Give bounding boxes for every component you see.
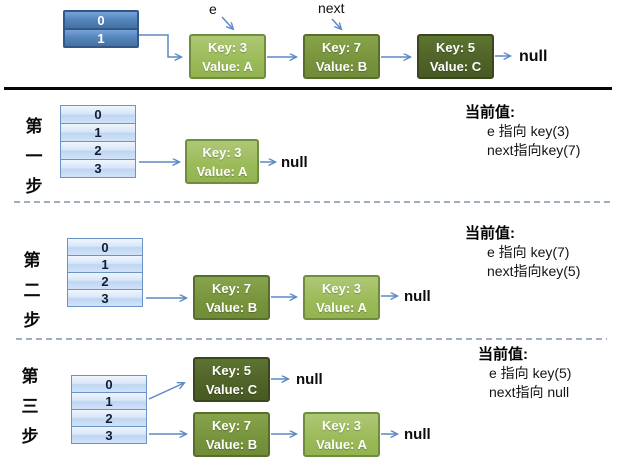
node-value-label: Value: B bbox=[205, 299, 258, 315]
step-label: 第 一 步 bbox=[25, 117, 43, 196]
current-value-line: next指向key(7) bbox=[487, 142, 581, 158]
node-key-label: Key: 5 bbox=[211, 362, 252, 378]
current-value-title: 当前值: bbox=[478, 346, 528, 363]
node-key-label: Key: 7 bbox=[321, 39, 362, 55]
bucket-cell: 1 bbox=[67, 255, 143, 273]
bucket-cell: 0 bbox=[60, 105, 136, 124]
arrow-pointer-e bbox=[221, 16, 233, 29]
node-value-label: Value: B bbox=[205, 436, 258, 452]
linked-node: Key: 3 Value: A bbox=[303, 412, 380, 457]
separator-solid bbox=[4, 87, 612, 90]
bucket-cell: 2 bbox=[71, 409, 147, 427]
bucket-cell: 3 bbox=[60, 159, 136, 178]
node-value-label: Value: B bbox=[315, 58, 368, 74]
linked-node: Key: 5 Value: C bbox=[193, 357, 270, 402]
linked-node: Key: 3 Value: A bbox=[189, 34, 266, 79]
node-key-label: Key: 3 bbox=[202, 144, 242, 160]
bucket-cell: 3 bbox=[67, 289, 143, 307]
node-key-label: Key: 7 bbox=[211, 417, 252, 433]
node-value-label: Value: A bbox=[316, 299, 367, 315]
bucket-cell: 1 bbox=[65, 28, 137, 46]
bucket-array-top: 0 1 bbox=[63, 10, 139, 48]
bucket-cell: 2 bbox=[67, 272, 143, 290]
bucket-cell: 3 bbox=[71, 426, 147, 444]
bucket-array: 0 1 2 3 bbox=[71, 375, 147, 444]
bucket-cell: 1 bbox=[71, 392, 147, 410]
bucket-cell: 1 bbox=[60, 123, 136, 142]
null-label: null bbox=[404, 288, 431, 305]
bucket-array: 0 1 2 3 bbox=[67, 238, 143, 307]
current-value-line: e 指向 key(3) bbox=[487, 123, 570, 139]
current-value-line: next指向key(5) bbox=[487, 263, 581, 279]
node-value-label: Value: C bbox=[205, 381, 258, 397]
null-label: null bbox=[404, 426, 431, 443]
bucket-cell: 0 bbox=[71, 375, 147, 393]
node-value-label: Value: A bbox=[202, 58, 253, 74]
pointer-next-label: next bbox=[318, 0, 345, 16]
current-value-line: e 指向 key(5) bbox=[489, 365, 572, 381]
null-label: null bbox=[296, 371, 323, 388]
bucket-cell: 0 bbox=[67, 238, 143, 256]
node-value-label: Value: C bbox=[429, 58, 482, 74]
node-value-label: Value: A bbox=[316, 436, 367, 452]
node-key-label: Key: 7 bbox=[211, 280, 252, 296]
current-value-title: 当前值: bbox=[465, 225, 515, 242]
node-key-label: Key: 3 bbox=[321, 417, 362, 433]
linked-node: Key: 7 Value: B bbox=[193, 275, 270, 320]
linked-node: Key: 7 Value: B bbox=[303, 34, 380, 79]
node-key-label: Key: 5 bbox=[435, 39, 476, 55]
arrow-pointer-next bbox=[331, 18, 341, 29]
null-label: null bbox=[519, 48, 548, 65]
arrow-bucket-to-node bbox=[139, 34, 181, 57]
bucket-array: 0 1 2 3 bbox=[60, 105, 136, 178]
current-value-line: e 指向 key(7) bbox=[487, 244, 570, 260]
current-value-panel: 当前值: e 指向 key(5) next指向 null bbox=[478, 343, 571, 402]
current-value-panel: 当前值: e 指向 key(7) next指向key(5) bbox=[465, 222, 580, 281]
step-label: 第 二 步 bbox=[23, 251, 41, 330]
node-value-label: Value: A bbox=[196, 163, 248, 179]
linked-node: Key: 7 Value: B bbox=[193, 412, 270, 457]
null-label: null bbox=[281, 154, 308, 171]
step-label: 第 三 步 bbox=[21, 367, 39, 446]
bucket-cell: 2 bbox=[60, 141, 136, 160]
current-value-line: next指向 null bbox=[489, 384, 570, 400]
linked-node: Key: 3 Value: A bbox=[185, 139, 259, 184]
linked-node: Key: 3 Value: A bbox=[303, 275, 380, 320]
bucket-cell: 0 bbox=[65, 12, 137, 28]
pointer-e-label: e bbox=[209, 1, 217, 17]
node-key-label: Key: 3 bbox=[207, 39, 248, 55]
current-value-panel: 当前值: e 指向 key(3) next指向key(7) bbox=[465, 101, 580, 160]
arrow-bucket-to-node bbox=[148, 383, 184, 400]
current-value-title: 当前值: bbox=[465, 104, 515, 121]
node-key-label: Key: 3 bbox=[321, 280, 362, 296]
linked-node: Key: 5 Value: C bbox=[417, 34, 494, 79]
